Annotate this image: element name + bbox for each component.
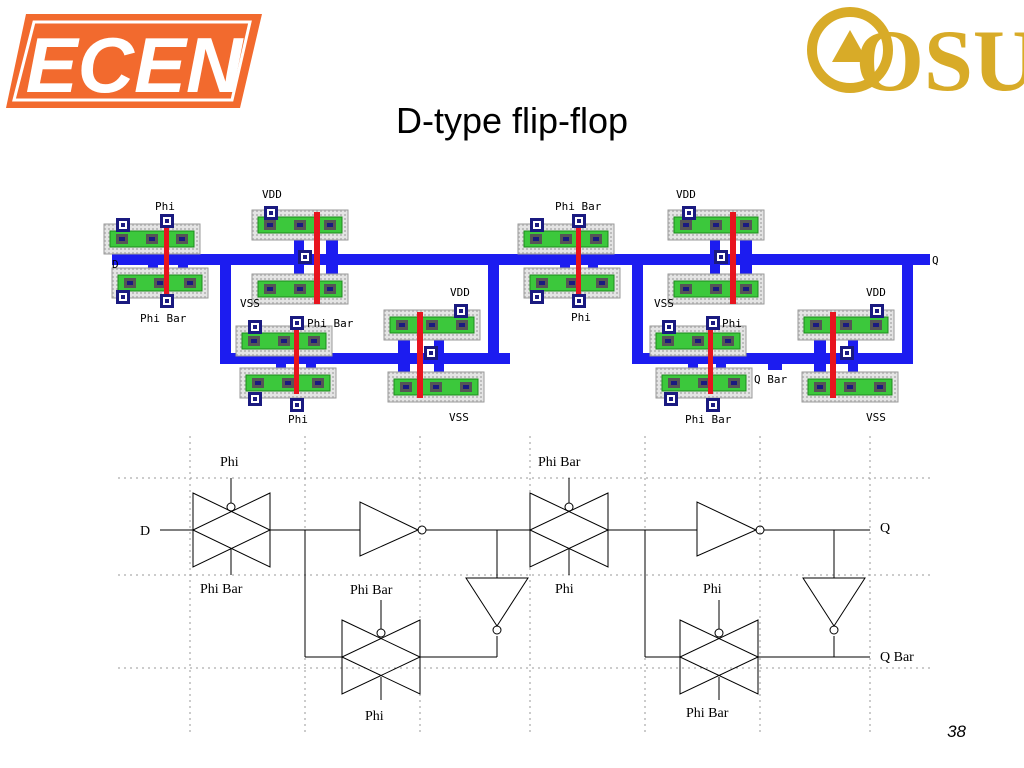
label-phi-bar: Phi Bar xyxy=(307,317,354,330)
page-number: 38 xyxy=(947,722,966,741)
label-phi: Phi xyxy=(288,413,308,426)
schematic-wires xyxy=(160,478,870,700)
label-vss: VSS xyxy=(654,297,674,310)
schematic-labels: Phi Phi Bar D Q Phi Bar Phi Bar Phi Phi … xyxy=(140,455,914,724)
label-phi-bar: Phi Bar xyxy=(140,312,187,325)
sch-label-phi-bar: Phi Bar xyxy=(686,706,729,721)
sch-label-phi: Phi xyxy=(365,709,384,724)
ecen-logo: ECEN xyxy=(6,14,262,109)
sch-label-q: Q xyxy=(880,521,890,536)
metal-routing xyxy=(112,214,930,394)
label-vss: VSS xyxy=(866,411,886,424)
label-phi: Phi xyxy=(571,311,591,324)
label-q-bar: Q Bar xyxy=(754,373,787,386)
slide-title: D-type flip-flop xyxy=(395,100,629,141)
sch-label-q-bar: Q Bar xyxy=(880,650,914,665)
label-vss: VSS xyxy=(449,411,469,424)
label-vdd: VDD xyxy=(450,286,470,299)
label-vdd: VDD xyxy=(262,188,282,201)
sch-label-d: D xyxy=(140,524,150,539)
osu-logo-text: OSU xyxy=(856,13,1024,110)
label-vss: VSS xyxy=(240,297,260,310)
sch-label-phi-bar: Phi Bar xyxy=(538,455,581,470)
grid-dotted-lines xyxy=(118,436,930,732)
sch-label-phi-bar: Phi Bar xyxy=(350,583,393,598)
sch-label-phi: Phi xyxy=(703,582,722,597)
label-phi: Phi xyxy=(155,200,175,213)
sch-label-phi: Phi xyxy=(220,455,239,470)
label-q: Q xyxy=(932,254,939,267)
osu-logo: OSU xyxy=(807,7,1024,110)
label-d: D xyxy=(112,258,119,271)
label-vdd: VDD xyxy=(676,188,696,201)
sch-label-phi: Phi xyxy=(555,582,574,597)
sch-label-phi-bar: Phi Bar xyxy=(200,582,243,597)
label-vdd: VDD xyxy=(866,286,886,299)
ecen-logo-text: ECEN xyxy=(26,21,244,109)
label-phi: Phi xyxy=(722,317,742,330)
poly-gates xyxy=(164,212,836,398)
label-phi-bar: Phi Bar xyxy=(555,200,602,213)
layout-labels: Phi VDD D VSS Phi Bar Phi Bar VDD Phi VS… xyxy=(112,188,939,426)
label-phi-bar: Phi Bar xyxy=(685,413,732,426)
